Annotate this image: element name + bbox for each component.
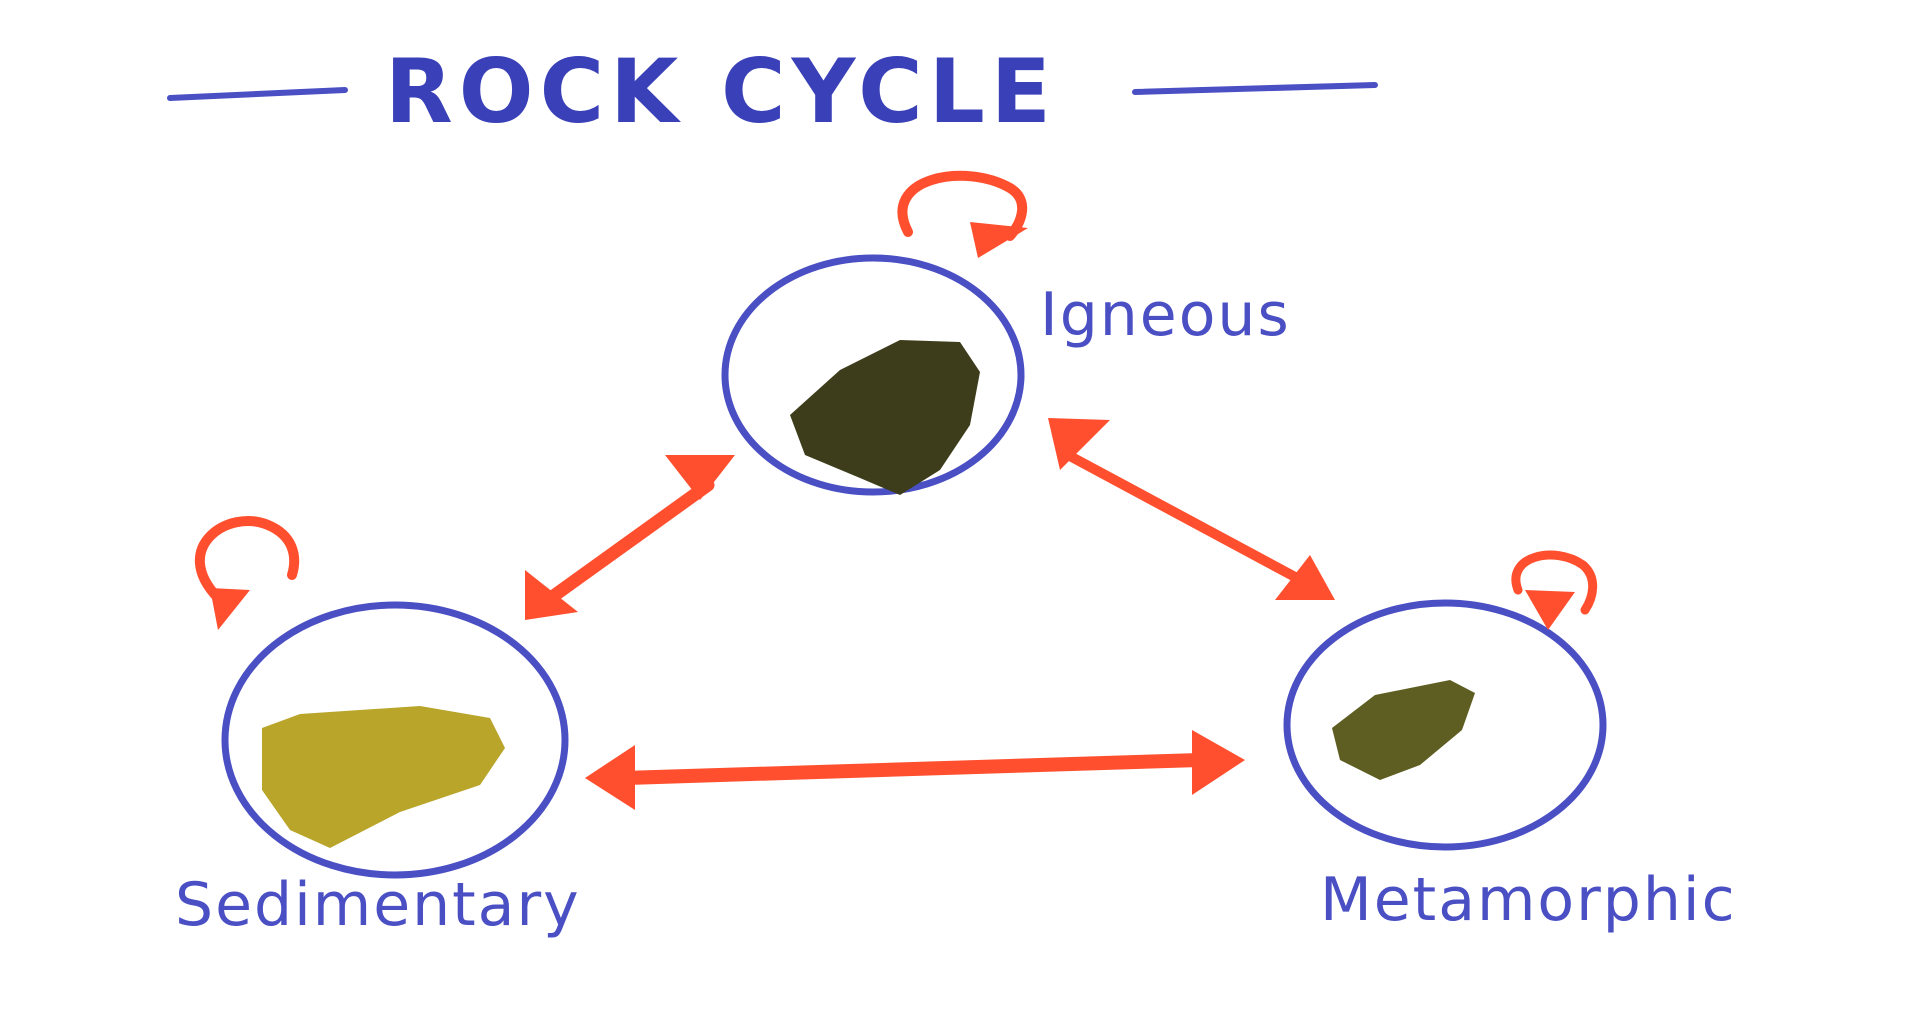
sedimentary-rock [262, 706, 505, 848]
node-igneous: Igneous [721, 254, 1291, 496]
diagram-title: ROCK CYCLE [385, 40, 1057, 143]
title-rule-left [167, 87, 348, 101]
arrowhead-igneous-end [665, 455, 735, 500]
metamorphic-rock [1332, 680, 1475, 780]
arrow-igneous-sedimentary [525, 455, 735, 620]
node-metamorphic: Metamorphic [1283, 599, 1737, 935]
metamorphic-label: Metamorphic [1320, 865, 1737, 935]
node-sedimentary: Sedimentary [175, 601, 581, 940]
title-group: ROCK CYCLE [167, 40, 1378, 143]
arrowhead-sedimentary-end [525, 570, 578, 620]
igneous-rock [790, 340, 980, 495]
igneous-circle [721, 254, 1025, 496]
self-loop-igneous-head [970, 222, 1028, 258]
self-loop-metamorphic [1511, 550, 1598, 630]
sedimentary-label: Sedimentary [175, 870, 581, 940]
arrowhead-igneous-end-2 [1048, 418, 1110, 470]
arrow-igneous-metamorphic [1048, 418, 1335, 600]
self-loop-sedimentary-head [210, 588, 250, 630]
igneous-label: Igneous [1040, 280, 1291, 350]
arrowhead-metamorphic-end [1275, 555, 1335, 600]
self-loop-sedimentary [194, 516, 300, 630]
arrowhead-sedimentary-end-2 [585, 745, 635, 810]
sedimentary-circle [221, 601, 569, 879]
metamorphic-circle [1283, 599, 1607, 851]
arrow-sedimentary-metamorphic [585, 730, 1245, 810]
self-loop-igneous [897, 170, 1028, 258]
arrowhead-metamorphic-end-2 [1192, 730, 1245, 795]
title-rule-right [1132, 82, 1378, 95]
self-loop-metamorphic-head [1525, 590, 1575, 630]
